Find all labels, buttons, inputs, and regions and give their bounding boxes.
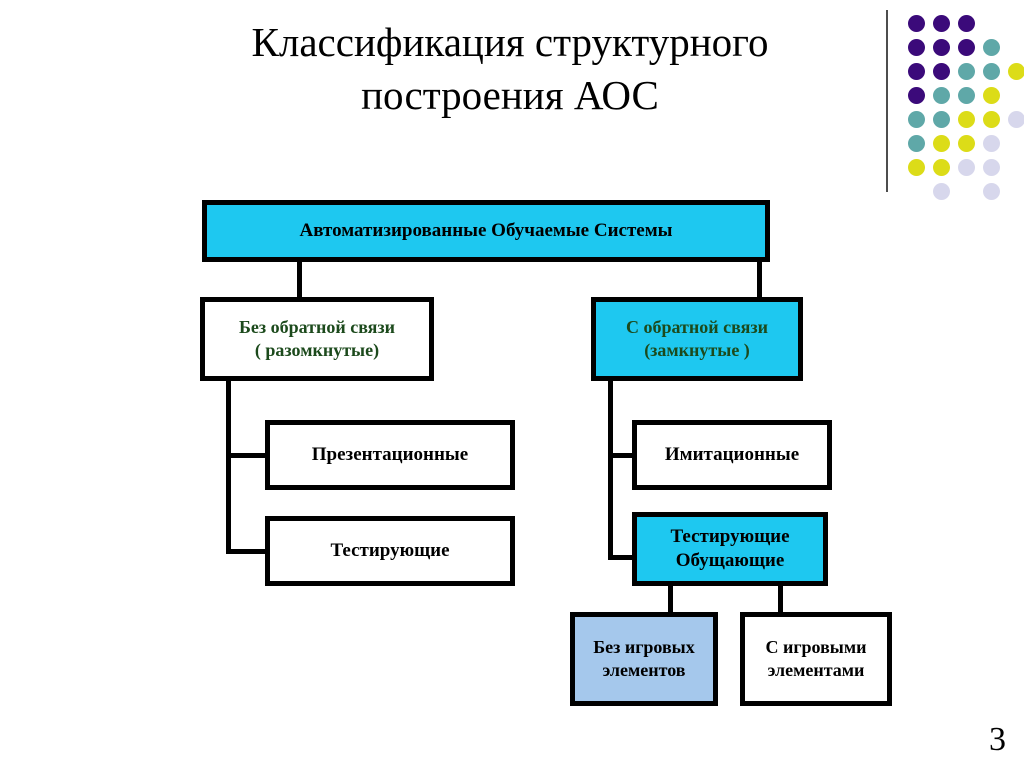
connector-vertical: [756, 257, 762, 302]
decor-dot: [983, 183, 1000, 200]
decor-dot: [933, 111, 950, 128]
decor-dot: [908, 87, 925, 104]
decor-dot: [933, 39, 950, 56]
decor-dot: [983, 87, 1000, 104]
connector-vertical: [607, 376, 613, 560]
decor-dot: [983, 135, 1000, 152]
decor-dot: [908, 63, 925, 80]
node-presentational[interactable]: Презентационные: [265, 420, 515, 490]
decor-dot: [983, 111, 1000, 128]
decor-dot: [958, 63, 975, 80]
connector-vertical: [777, 581, 783, 617]
node-presentational-label: Презентационные: [311, 443, 469, 465]
decor-dot: [958, 159, 975, 176]
decor-dot: [983, 159, 1000, 176]
node-simulation[interactable]: Имитационные: [632, 420, 832, 490]
node-testing[interactable]: Тестирующие: [265, 516, 515, 586]
page-number: 3: [989, 721, 1006, 758]
decor-dot: [908, 39, 925, 56]
connector-vertical: [225, 376, 231, 554]
node-without-feedback-label: Без обратной связи ( разомкнутые): [238, 316, 396, 360]
vertical-rule-divider: [886, 10, 888, 192]
decor-dot: [958, 15, 975, 32]
node-with-game-elements-label: С игровыми элементами: [765, 636, 867, 680]
connector-horizontal: [225, 452, 270, 458]
connector-horizontal: [607, 452, 637, 458]
page-title: Классификация структурного построения АО…: [140, 16, 880, 156]
node-simulation-label: Имитационные: [664, 443, 800, 465]
connector-horizontal: [607, 554, 637, 560]
decor-dot: [908, 135, 925, 152]
node-automated-learning-systems-label: Автоматизированные Обучаемые Системы: [299, 219, 673, 241]
decor-dot: [958, 87, 975, 104]
decor-dot: [1008, 63, 1024, 80]
node-testing-teaching-label: Тестирующие Обущающие: [670, 525, 790, 571]
node-testing-label: Тестирующие: [330, 539, 450, 561]
decorative-dot-motif: [886, 6, 1024, 200]
decor-dot: [933, 135, 950, 152]
connector-horizontal: [225, 548, 270, 554]
connector-vertical: [296, 257, 302, 302]
decor-dot: [908, 159, 925, 176]
page-title-text: Классификация структурного построения АО…: [251, 19, 769, 119]
decor-dot: [933, 63, 950, 80]
decor-dot: [933, 87, 950, 104]
decor-dot: [933, 15, 950, 32]
decor-dot: [983, 63, 1000, 80]
decor-dot: [958, 39, 975, 56]
node-with-game-elements[interactable]: С игровыми элементами: [740, 612, 892, 706]
node-without-feedback[interactable]: Без обратной связи ( разомкнутые): [200, 297, 434, 381]
decor-dot: [933, 183, 950, 200]
node-with-feedback-label: С обратной связи (замкнутые ): [626, 316, 768, 360]
node-without-game-elements-label: Без игровых элементов: [593, 636, 695, 680]
node-without-game-elements[interactable]: Без игровых элементов: [570, 612, 718, 706]
decor-dot: [958, 135, 975, 152]
decor-dot: [908, 111, 925, 128]
node-with-feedback[interactable]: С обратной связи (замкнутые ): [591, 297, 803, 381]
node-automated-learning-systems[interactable]: Автоматизированные Обучаемые Системы: [202, 200, 770, 262]
decor-dot: [933, 159, 950, 176]
decor-dot: [983, 39, 1000, 56]
decor-dot: [908, 15, 925, 32]
connector-vertical: [667, 581, 673, 617]
decor-dot: [958, 111, 975, 128]
node-testing-teaching[interactable]: Тестирующие Обущающие: [632, 512, 828, 586]
decor-dot: [1008, 111, 1024, 128]
